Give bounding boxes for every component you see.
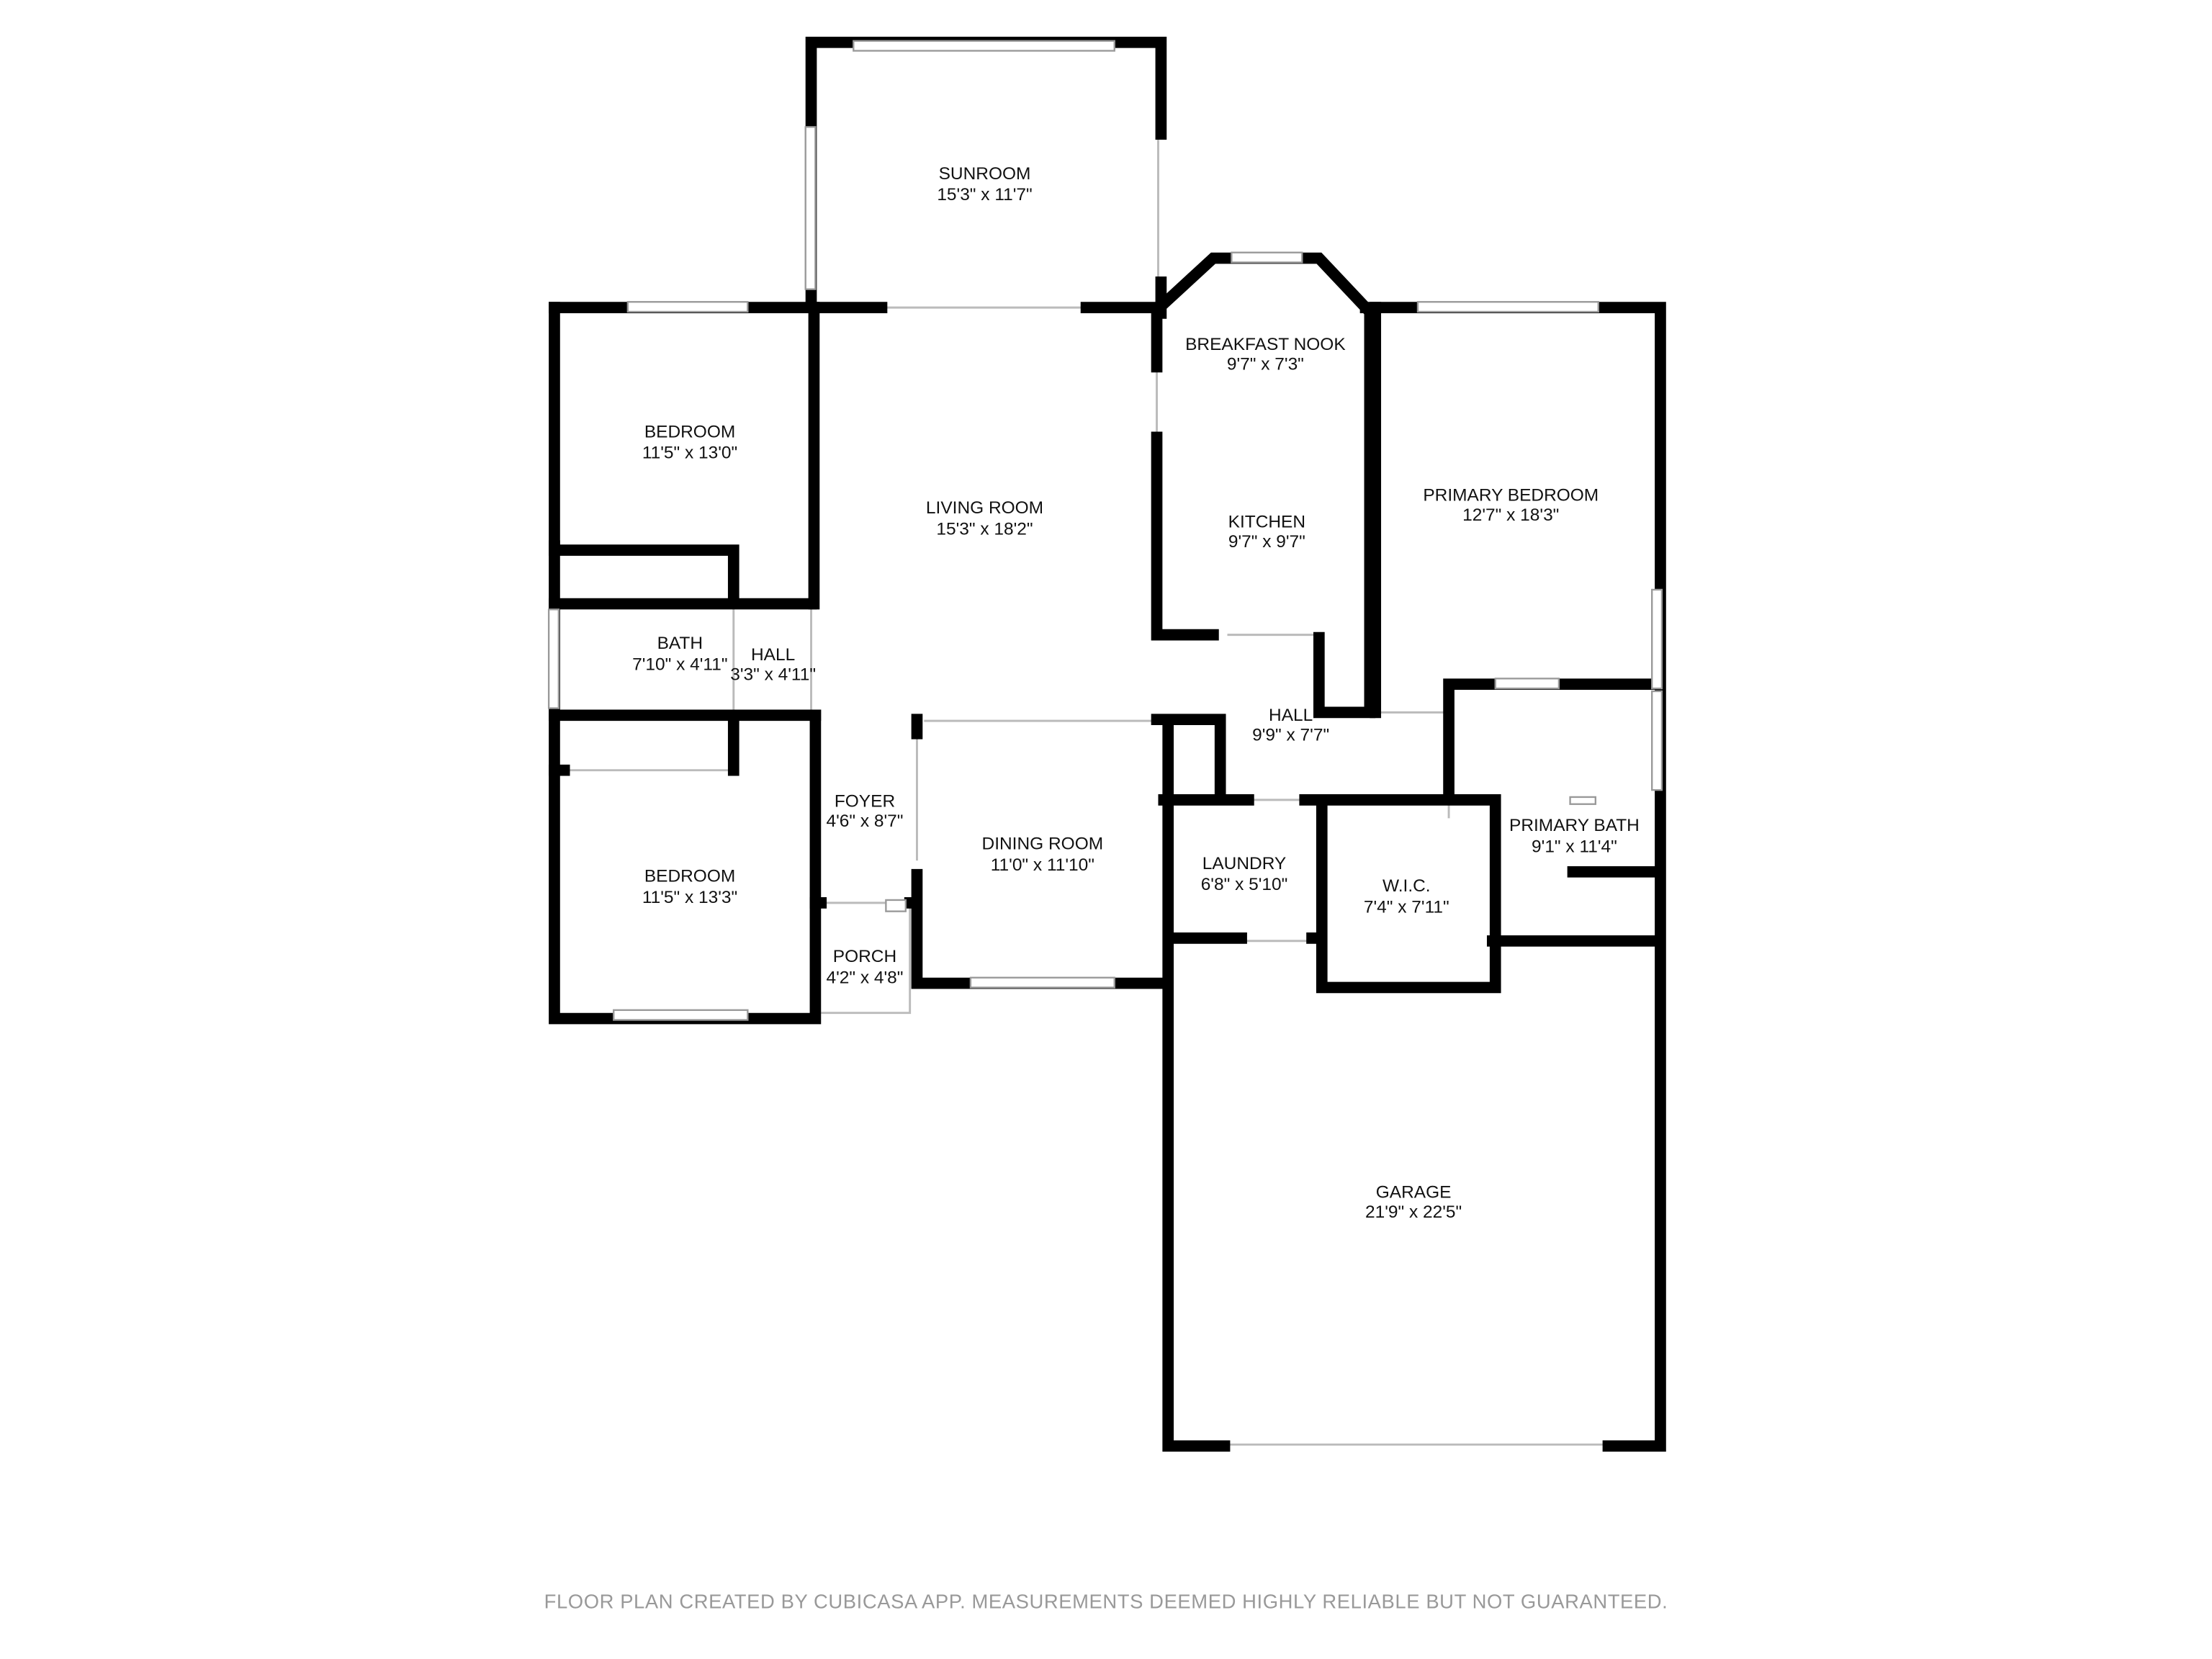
room-dims: 9'7" x 7'3" xyxy=(1227,354,1304,374)
room-dims: 9'9" x 7'7" xyxy=(1252,726,1329,745)
room-name: PRIMARY BEDROOM xyxy=(1423,486,1599,505)
room-name: BEDROOM xyxy=(644,422,735,441)
room-dims: 7'10" x 4'11" xyxy=(632,655,727,675)
room-name: HALL xyxy=(751,645,795,665)
room-name: GARAGE xyxy=(1376,1182,1452,1202)
room-dims: 6'8" x 5'10" xyxy=(1201,875,1288,894)
room-dims: 4'2" x 4'8" xyxy=(826,968,903,988)
room-name: PORCH xyxy=(833,947,896,966)
walls xyxy=(549,36,1666,1452)
room-name: BATH xyxy=(657,634,703,653)
room-name: LAUNDRY xyxy=(1202,854,1287,873)
room-dims: 9'7" x 9'7" xyxy=(1228,532,1305,552)
room-labels: SUNROOM 15'3" x 11'7" BREAKFAST NOOK 9'7… xyxy=(632,164,1640,1222)
room-name: HALL xyxy=(1269,706,1313,725)
room-dims: 4'6" x 8'7" xyxy=(826,811,903,831)
room-name: KITCHEN xyxy=(1228,513,1305,532)
room-name: SUNROOM xyxy=(939,164,1031,184)
room-dims: 21'9" x 22'5" xyxy=(1365,1202,1462,1222)
room-dims: 15'3" x 18'2" xyxy=(936,520,1033,539)
room-dims: 11'0" x 11'10" xyxy=(991,855,1094,875)
room-dims: 12'7" x 18'3" xyxy=(1462,505,1559,525)
room-dims: 11'5" x 13'3" xyxy=(642,888,737,907)
room-dims: 15'3" x 11'7" xyxy=(937,185,1032,204)
room-name: DINING ROOM xyxy=(982,834,1104,853)
disclaimer-footer: FLOOR PLAN CREATED BY CUBICASA APP. MEAS… xyxy=(544,1590,1668,1612)
room-name: BREAKFAST NOOK xyxy=(1185,335,1346,354)
room-dims: 7'4" x 7'11" xyxy=(1364,898,1449,917)
windows xyxy=(547,40,1663,1021)
room-name: W.I.C. xyxy=(1382,876,1431,896)
room-dims: 3'3" x 4'11" xyxy=(730,665,816,684)
room-dims: 9'1" x 11'4" xyxy=(1532,837,1617,856)
room-name: PRIMARY BATH xyxy=(1509,816,1640,835)
room-name: LIVING ROOM xyxy=(926,498,1043,518)
room-name: BEDROOM xyxy=(644,866,735,886)
room-name: FOYER xyxy=(835,792,895,811)
room-dims: 11'5" x 13'0" xyxy=(642,444,737,463)
